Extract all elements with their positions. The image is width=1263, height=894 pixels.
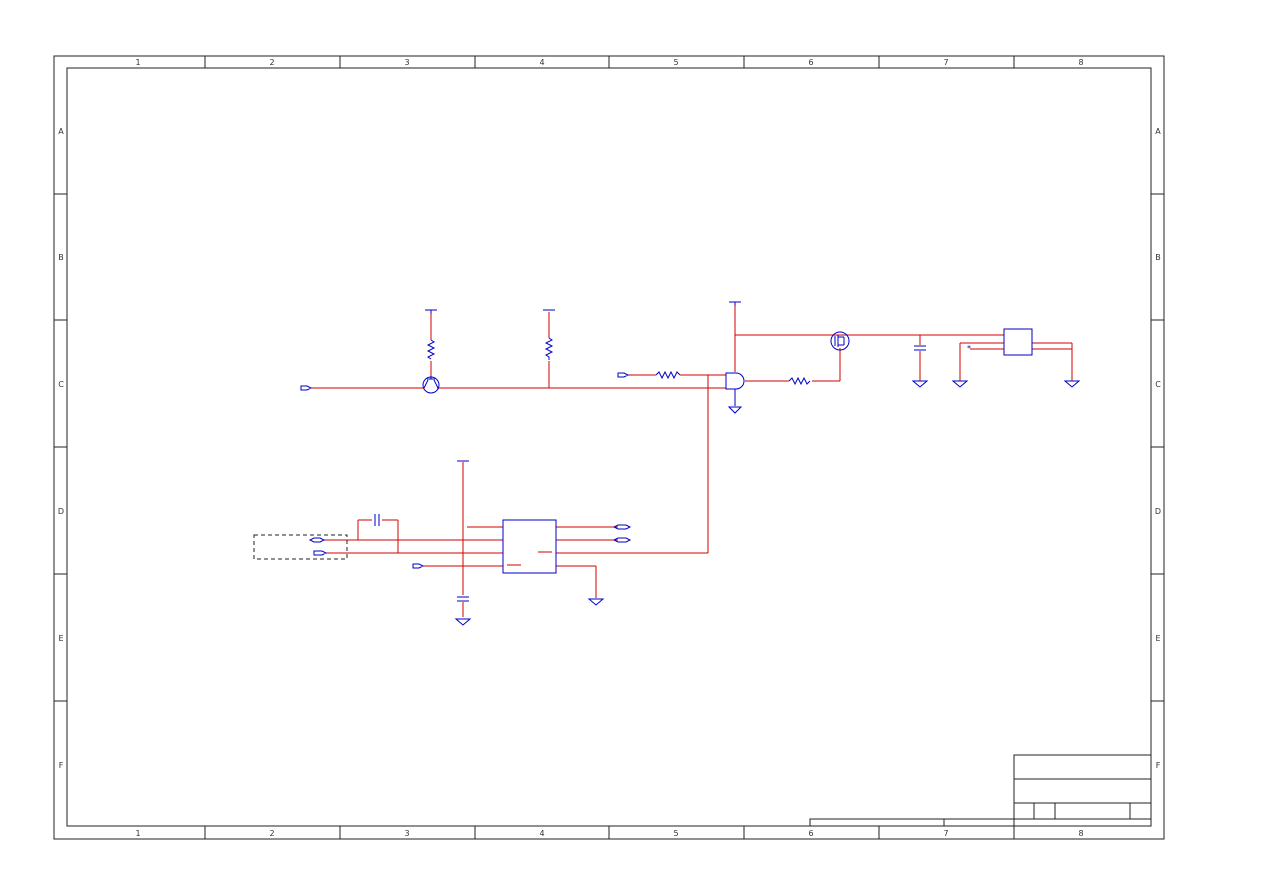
lower-circuit-components [253, 460, 632, 626]
row-label: E [1155, 634, 1160, 643]
row-label: E [58, 634, 63, 643]
port-connector-icon [313, 550, 328, 556]
title-block [809, 754, 1152, 827]
column-label: 2 [269, 829, 274, 838]
row-label: C [1155, 380, 1161, 389]
row-label: A [1155, 127, 1161, 136]
column-labels-bottom: 1 2 3 4 5 6 7 8 [135, 829, 1083, 838]
column-label: 5 [673, 829, 678, 838]
column-labels-top: 1 2 3 4 5 6 7 8 [135, 58, 1083, 67]
column-label: 5 [673, 58, 678, 67]
row-label: A [58, 127, 64, 136]
resistor-icon [788, 376, 811, 386]
resistor-icon [426, 339, 436, 360]
column-label: 3 [404, 829, 409, 838]
row-label: B [1155, 253, 1161, 262]
capacitor-icon [457, 596, 469, 602]
column-label: 1 [135, 829, 140, 838]
row-label: C [58, 380, 64, 389]
logic-gate-icon [725, 372, 745, 390]
drawing-frame [53, 55, 1165, 840]
ic-block-icon [502, 519, 557, 574]
row-labels-left: A B C D E F [58, 127, 64, 770]
ground-icon [454, 618, 472, 626]
ground-icon [727, 406, 743, 414]
column-label: 4 [539, 58, 544, 67]
column-label: 6 [808, 58, 813, 67]
column-label: 6 [808, 829, 813, 838]
port-connector-icon [612, 524, 632, 530]
row-label: D [1155, 507, 1161, 516]
column-label: 1 [135, 58, 140, 67]
transistor-icon [422, 376, 440, 394]
column-label: 7 [943, 58, 948, 67]
row-label: F [1156, 761, 1161, 770]
column-label: 8 [1078, 58, 1083, 67]
row-label: B [58, 253, 64, 262]
connector-block [1003, 328, 1033, 356]
ground-icon [587, 598, 605, 606]
mosfet-icon [830, 331, 850, 351]
dashed-group-box [253, 534, 348, 560]
row-labels-right: A B C D E F [1155, 127, 1161, 770]
capacitor-icon [914, 345, 926, 351]
column-label: 2 [269, 58, 274, 67]
port-connector-icon [612, 537, 632, 543]
port-connector-icon [300, 385, 313, 391]
port-connector-icon [617, 372, 630, 378]
port-connector-icon [412, 563, 425, 569]
column-label: 4 [539, 829, 544, 838]
column-label: 3 [404, 58, 409, 67]
lower-circuit-wires [323, 462, 708, 617]
column-label: 8 [1078, 829, 1083, 838]
ground-icon [911, 380, 929, 388]
row-label: D [58, 507, 64, 516]
capacitor-icon [374, 514, 380, 526]
pin-marker: * [967, 344, 971, 353]
ground-icon [951, 380, 969, 388]
ground-icon [1063, 380, 1081, 388]
upper-circuit-components: * [300, 301, 1081, 414]
resistor-icon [544, 337, 554, 360]
upper-circuit-wires [311, 304, 1073, 553]
row-label: F [59, 761, 64, 770]
port-connector-icon [308, 537, 326, 543]
column-label: 7 [943, 829, 948, 838]
resistor-icon [655, 370, 681, 380]
